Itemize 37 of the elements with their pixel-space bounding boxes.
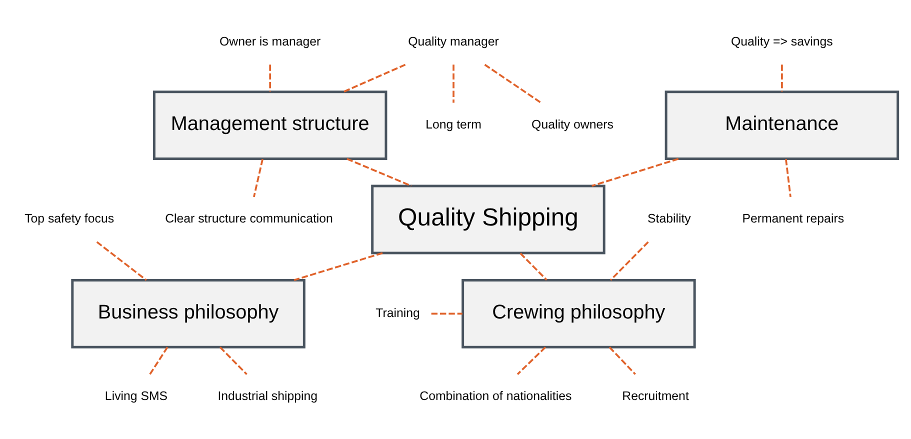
node-text: Living SMS	[104, 388, 168, 403]
connector	[96, 241, 146, 281]
node-text: Industrial shipping	[217, 388, 317, 403]
node-text: Top safety focus	[24, 212, 114, 226]
connector	[148, 346, 168, 375]
node-text: Quality => savings	[730, 34, 832, 48]
node-box: Maintenance	[664, 90, 899, 160]
connector	[268, 64, 271, 92]
connector	[293, 252, 382, 281]
node-box: Management structure	[152, 90, 387, 160]
connector	[608, 346, 636, 375]
connector	[780, 64, 782, 92]
node-text: Long term	[425, 117, 481, 132]
connector	[784, 159, 791, 198]
connector	[484, 64, 542, 104]
node-text: Clear structure communication	[164, 212, 332, 226]
node-text: Stability	[647, 212, 690, 226]
node-text: Training	[375, 306, 420, 320]
node-box: Business philosophy	[70, 279, 305, 348]
connector	[346, 158, 412, 187]
connector	[609, 241, 648, 281]
connector	[218, 346, 247, 375]
connector	[252, 158, 264, 198]
node-box: Quality Shipping	[370, 184, 605, 254]
node-box: Crewing philosophy	[461, 279, 696, 348]
node-text: Permanent repairs	[742, 212, 844, 226]
node-text: Quality manager	[408, 34, 498, 48]
node-text: Combination of nationalities	[419, 388, 572, 403]
connector	[342, 64, 406, 93]
connector	[591, 158, 678, 187]
node-text: Recruitment	[622, 388, 688, 403]
node-text: Owner is manager	[219, 34, 320, 48]
connector	[452, 64, 454, 103]
node-text: Quality owners	[531, 117, 613, 132]
connector	[430, 312, 462, 315]
connector	[519, 252, 547, 281]
connector	[516, 346, 546, 375]
